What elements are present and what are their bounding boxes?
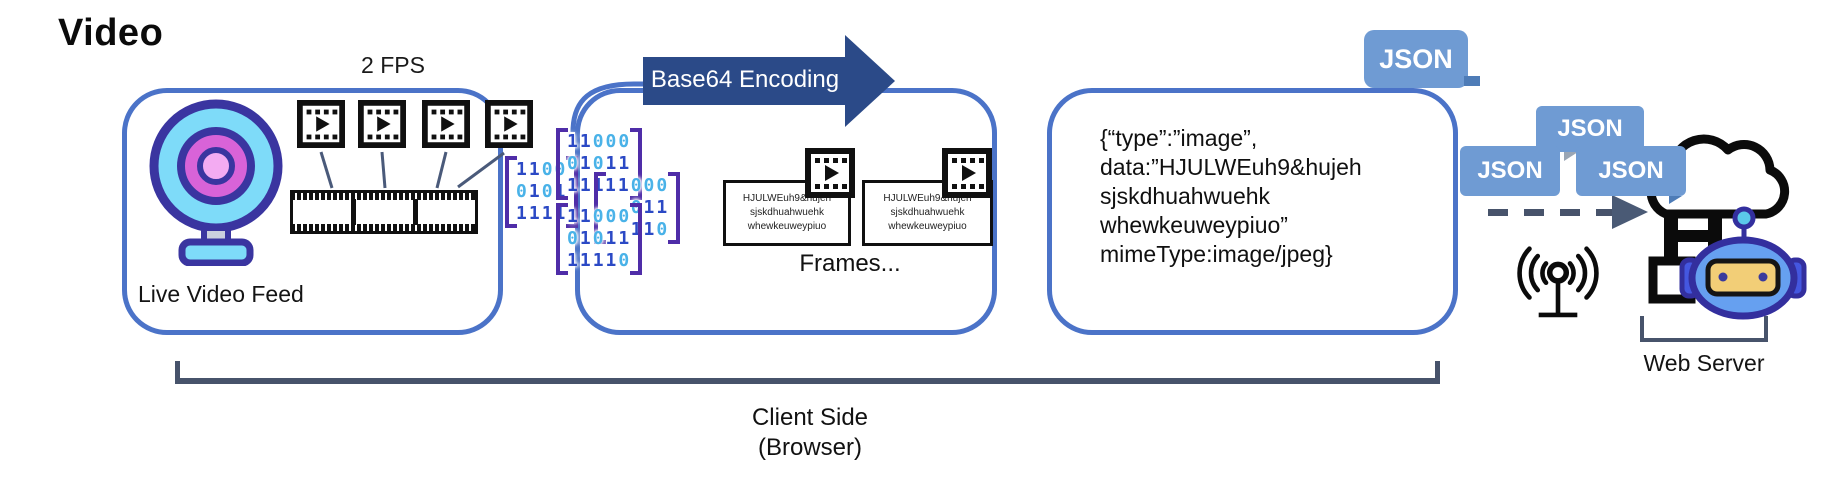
bits-row: 011: [630, 197, 670, 218]
base64-text: HJULWEuh9&hujeh: [742, 193, 832, 204]
frames-caption: Frames...: [799, 250, 901, 277]
json-tag-label: JSON: [1557, 115, 1623, 142]
film-frame-icon: [422, 100, 470, 148]
tag-fold: [1464, 76, 1480, 86]
web-server-label: Web Server: [1643, 350, 1765, 376]
live-video-feed-box: [122, 88, 503, 335]
json-tag: JSON: [1460, 146, 1560, 196]
tag-fold: [1564, 152, 1578, 161]
base64-text: whewkeuweypiuo: [888, 221, 967, 232]
base64-text: whewkeuweypiuo: [747, 221, 827, 232]
binary-bits-group: 11000 01011 11110: [556, 203, 643, 275]
arrow-head-icon: [1612, 195, 1648, 229]
client-side-line2: (Browser): [757, 434, 862, 461]
client-side-line1: Client Side: [751, 404, 869, 431]
dashed-transfer-line: [1488, 209, 1614, 216]
json-tag-label: JSON: [1598, 157, 1664, 184]
payload-line: {“type”:”image”,: [1100, 125, 1258, 151]
film-frame-icon: [297, 100, 345, 148]
webcam-icon: [149, 99, 283, 266]
payload-line: data:”HJULWEuh9&hujeh: [1100, 154, 1362, 180]
json-tag: JSON: [1364, 30, 1480, 88]
payload-line: whewkeuweypiuo”: [1100, 212, 1288, 238]
film-frame-icon: [358, 100, 406, 148]
json-tag: JSON: [1576, 146, 1686, 204]
robot-icon: [1679, 206, 1807, 320]
json-tag-label: JSON: [1379, 43, 1453, 74]
client-side-bracket: [175, 361, 1440, 384]
bits-row: 111: [567, 175, 606, 196]
live-video-feed-label: Live Video Feed: [138, 281, 304, 307]
binary-bits-group: 11000 011 110: [594, 172, 681, 244]
bits-row: 11000: [567, 131, 632, 152]
tag-fold: [1669, 196, 1682, 204]
bits-row: 01011: [567, 228, 632, 249]
server-bracket: [1640, 316, 1768, 342]
cloud-robot-server-icon: [1646, 134, 1807, 320]
bits-row: 11110: [567, 250, 632, 271]
base64-text: sjskdhuahwuehk: [750, 207, 824, 218]
antenna-icon: [1517, 246, 1599, 318]
binary-bits-group: 11000 01011 111: [556, 128, 643, 200]
json-tag: JSON: [1536, 106, 1644, 161]
base64-arrow-banner: [643, 35, 895, 127]
json-payload-box: [1047, 88, 1458, 335]
bits-row: 110: [630, 219, 670, 240]
bits-row: 11000: [567, 206, 632, 227]
payload-line: sjskdhuahwuehk: [1100, 183, 1271, 209]
payload-line: mimeType:image/jpeg}: [1100, 241, 1333, 267]
film-frame-icon: [942, 148, 992, 198]
json-payload-text: {“type”:”image”, data:”HJULWEuh9&hujeh s…: [1100, 124, 1362, 269]
film-frame-icon: [805, 148, 855, 198]
base64-text: sjskdhuahwuehk: [890, 207, 965, 218]
client-side-label: Client Side (Browser): [690, 403, 930, 463]
film-strip-icon: [290, 190, 478, 234]
film-frame-icon: [485, 100, 533, 148]
bits-row: 01011: [567, 153, 632, 174]
json-tag-label: JSON: [1477, 157, 1543, 184]
fps-label: 2 FPS: [361, 52, 425, 78]
page-title: Video: [58, 12, 164, 54]
bits-row: 11000: [605, 175, 670, 196]
base64-text: HJULWEuh9&hujeh: [883, 193, 972, 204]
base64-encoding-label: Base64 Encoding: [650, 66, 840, 93]
